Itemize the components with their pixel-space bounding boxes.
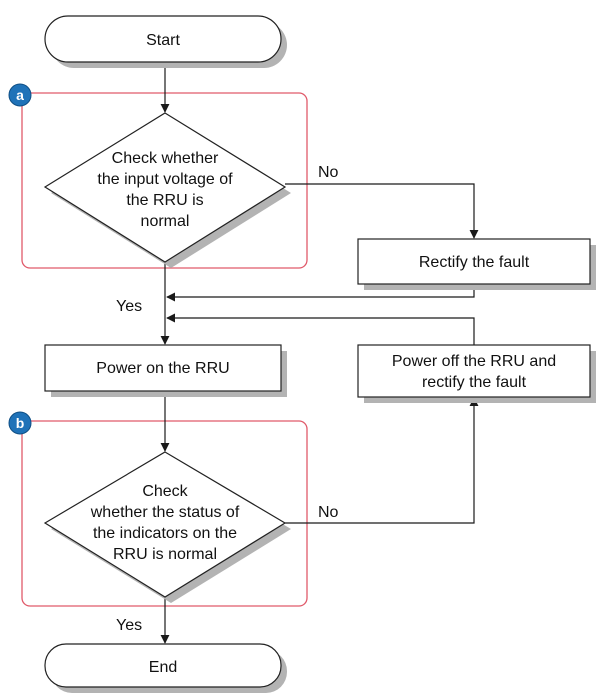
check-voltage-line-1: Check whether (112, 150, 219, 167)
edge-label-indicators-yes: Yes (116, 617, 142, 634)
edge-power-off-return (166, 313, 475, 345)
group-b-badge (8, 411, 32, 435)
check-voltage-line-3: the RRU is (126, 192, 203, 209)
edge-check-indicators-no (285, 397, 479, 524)
end-label: End (149, 659, 177, 676)
edge-check-voltage-no (285, 183, 479, 239)
edge-label-voltage-yes: Yes (116, 298, 142, 315)
check-indicators-line-3: the indicators on the (93, 525, 237, 542)
rectify-fault-label: Rectify the fault (419, 254, 530, 271)
check-indicators-line-4: RRU is normal (113, 546, 217, 563)
start-label: Start (146, 32, 180, 49)
check-voltage-line-2: the input voltage of (97, 171, 233, 188)
power-off-rectify-line-2: rectify the fault (422, 374, 527, 391)
check-voltage-line-4: normal (141, 213, 190, 230)
process-power-on: Power on the RRU (44, 344, 287, 397)
group-a-marker: a (8, 83, 32, 107)
group-a-badge (8, 83, 32, 107)
edge-label-voltage-no: No (318, 164, 339, 181)
decision-check-voltage: Check whether the input voltage of the R… (43, 112, 291, 268)
process-power-off-rectify: Power off the RRU and rectify the fault (357, 344, 596, 403)
decision-check-indicators: Check whether the status of the indicato… (43, 451, 291, 603)
check-indicators-line-2: whether the status of (90, 504, 240, 521)
power-on-label: Power on the RRU (96, 360, 229, 377)
group-b-marker-label: b (16, 415, 25, 431)
process-rectify-fault: Rectify the fault (357, 238, 596, 290)
group-a-marker-label: a (16, 87, 24, 103)
power-off-rectify-line-1: Power off the RRU and (392, 353, 556, 370)
end-terminal: End (44, 643, 287, 693)
edge-label-indicators-no: No (318, 504, 339, 521)
start-terminal: Start (44, 15, 287, 68)
check-indicators-line-1: Check (142, 483, 188, 500)
group-b-marker: b (8, 411, 32, 435)
